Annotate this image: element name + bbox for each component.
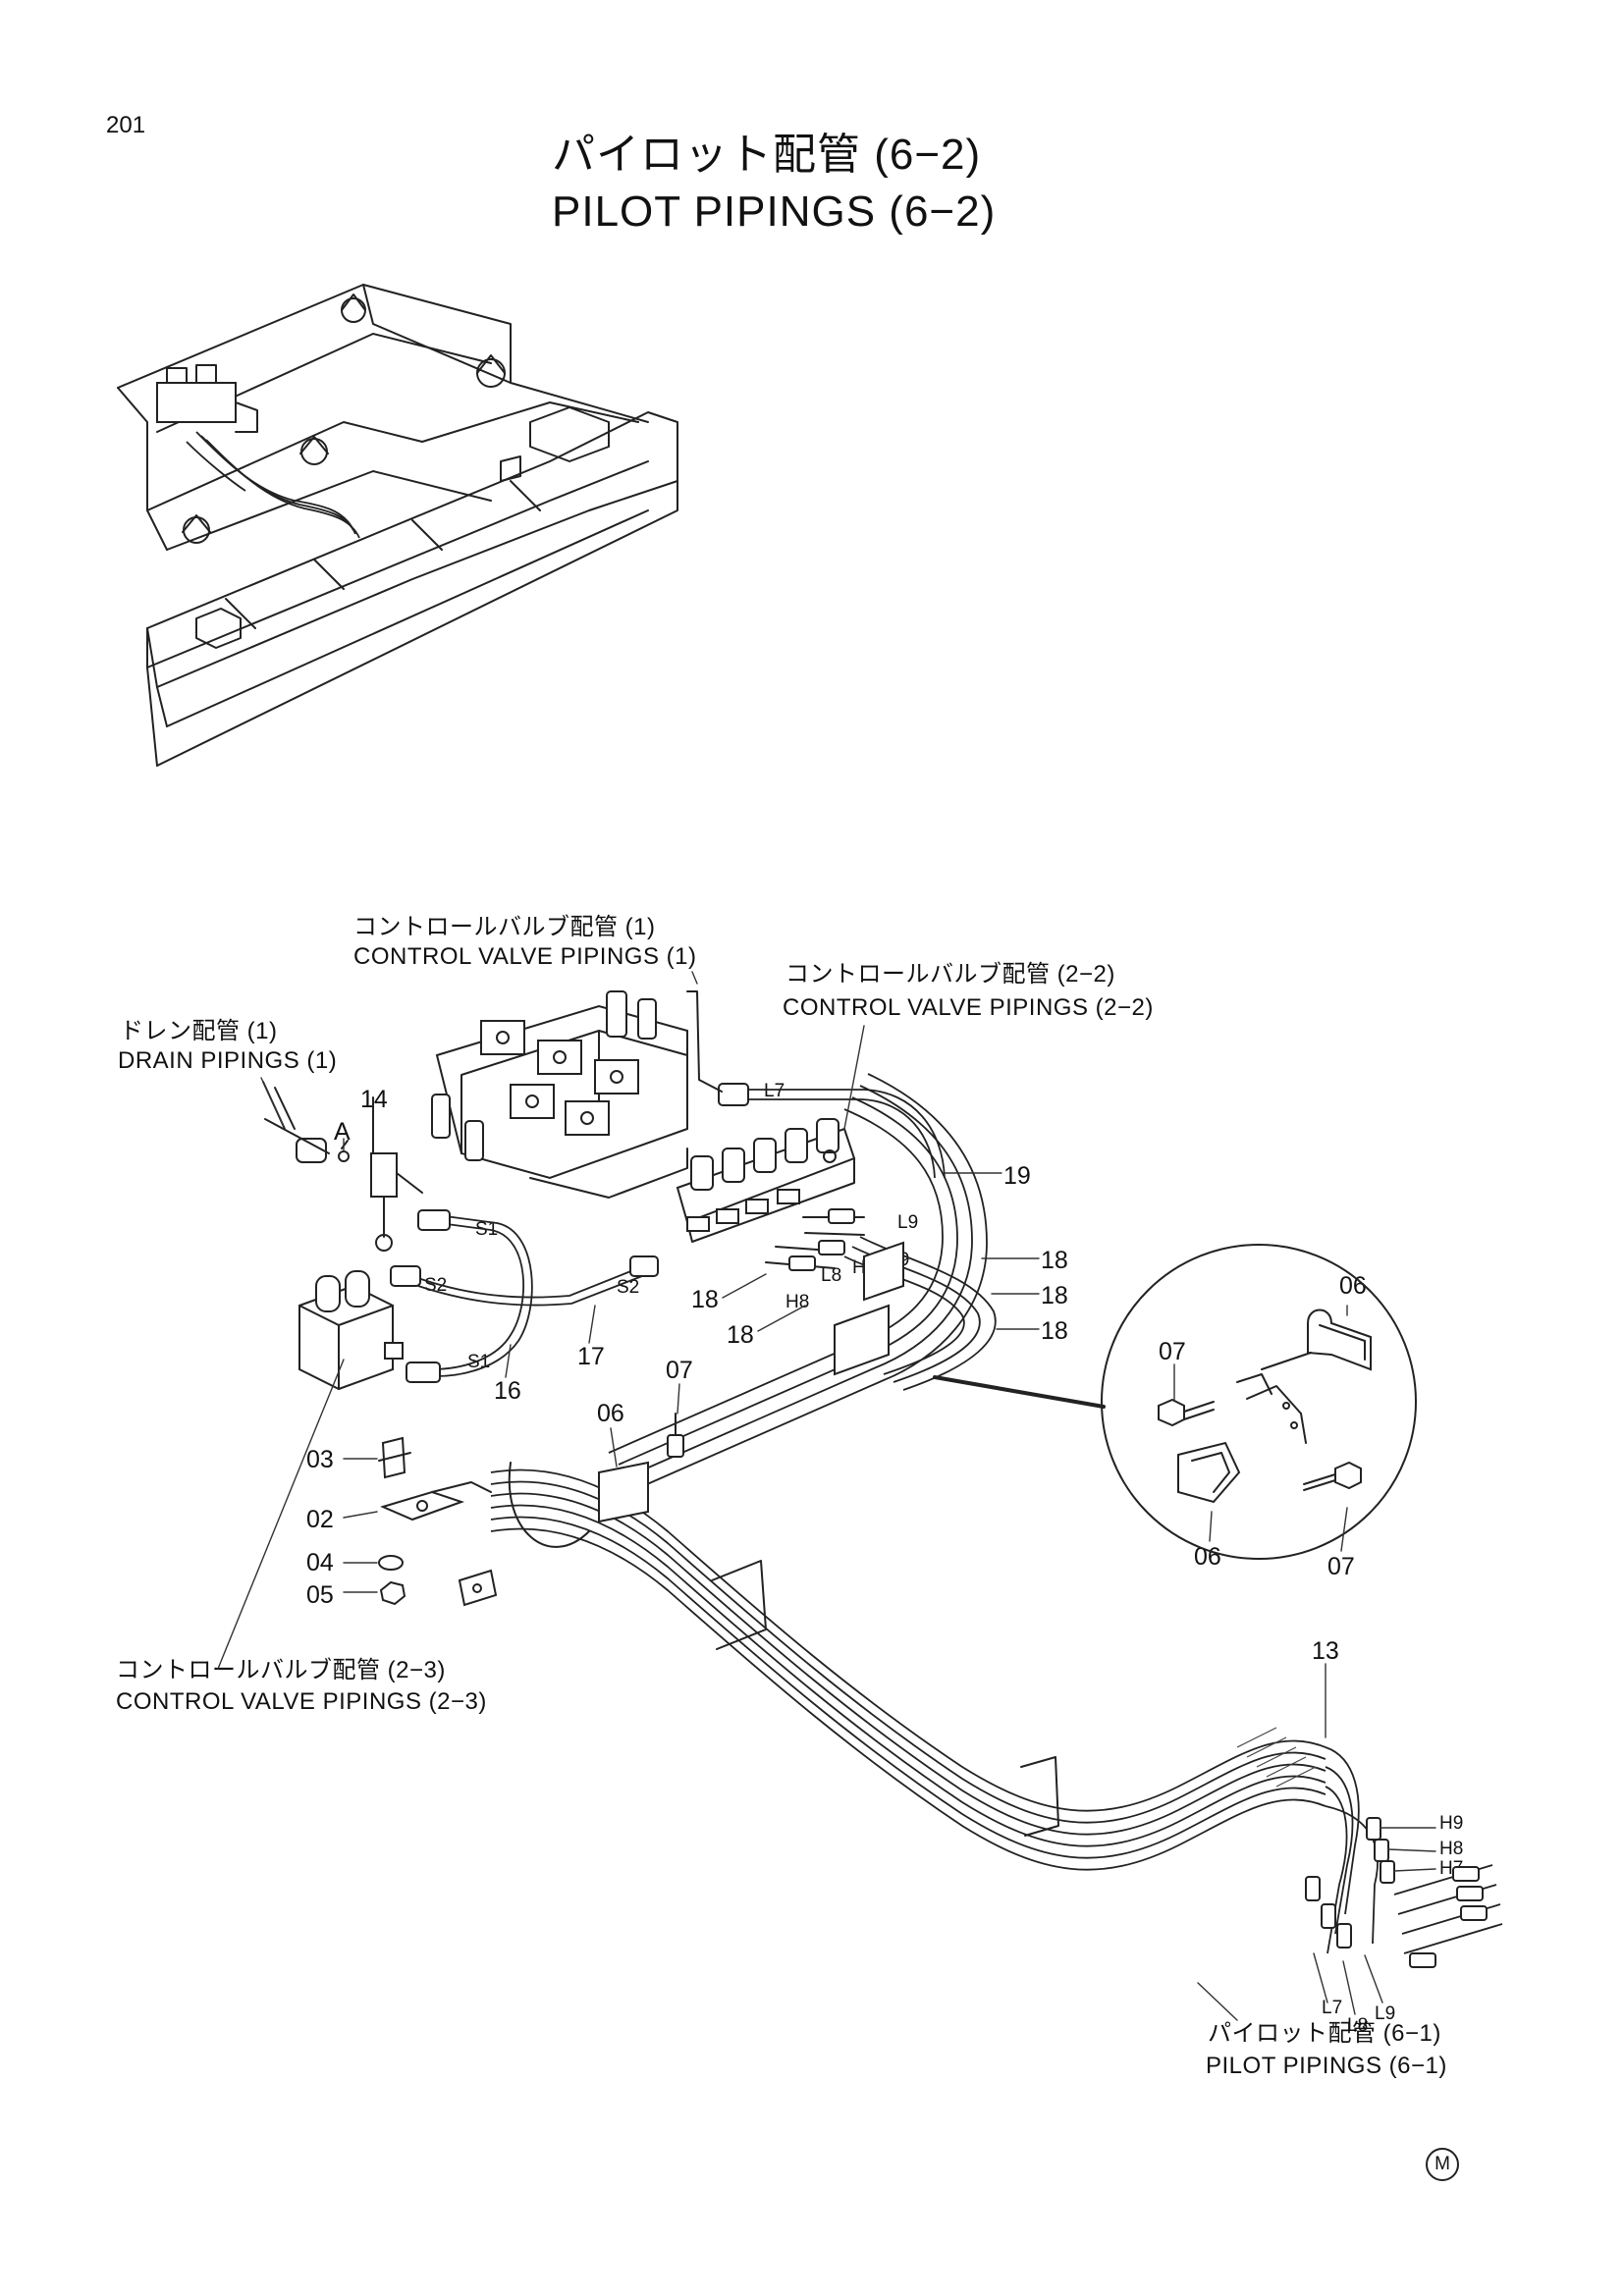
ref-control-valve-1-ja: コントロールバルブ配管 (1) bbox=[353, 914, 656, 940]
detail-part-number-06: 06 bbox=[1339, 1272, 1367, 1300]
ref-control-valve-2-3-en: CONTROL VALVE PIPINGS (2−3) bbox=[116, 1688, 487, 1715]
part-number-18: 18 bbox=[1041, 1317, 1068, 1345]
section-mark-a: A bbox=[334, 1118, 351, 1146]
port-label-l9: L9 bbox=[897, 1212, 919, 1233]
ref-pilot-pipings-6-1-en: PILOT PIPINGS (6−1) bbox=[1206, 2053, 1447, 2079]
part-number-05: 05 bbox=[306, 1581, 334, 1609]
detail-part-number-06: 06 bbox=[1194, 1543, 1221, 1571]
ref-control-valve-1-en: CONTROL VALVE PIPINGS (1) bbox=[353, 943, 697, 970]
part-number-07: 07 bbox=[666, 1357, 693, 1384]
end-port-label-l7: L7 bbox=[1322, 1998, 1343, 2018]
end-port-label-h8: H8 bbox=[1439, 1839, 1464, 1859]
detail-part-number-07: 07 bbox=[1327, 1553, 1355, 1580]
part-number-18: 18 bbox=[1041, 1247, 1068, 1274]
part-number-18: 18 bbox=[727, 1321, 754, 1349]
overview-machine-frame bbox=[118, 285, 677, 766]
title-english: PILOT PIPINGS (6−2) bbox=[552, 187, 997, 236]
mounting-bracket-hardware bbox=[344, 1438, 496, 1605]
detail-view-clamp bbox=[935, 1245, 1416, 1559]
part-number-04: 04 bbox=[306, 1549, 334, 1576]
port-label-l8: L8 bbox=[821, 1265, 842, 1286]
end-port-label-l9: L9 bbox=[1375, 2003, 1396, 2024]
port-label-l7: L7 bbox=[764, 1081, 785, 1101]
leader-lines bbox=[218, 972, 1326, 2020]
part-number-18: 18 bbox=[691, 1286, 719, 1313]
hoses-16-17 bbox=[263, 1082, 658, 1382]
pilot-manifold bbox=[677, 1119, 864, 1270]
detail-part-number-07: 07 bbox=[1159, 1338, 1186, 1365]
title-japanese: パイロット配管 (6−2) bbox=[552, 131, 982, 179]
hose-clamps bbox=[510, 1243, 1058, 1836]
port-label-s2: S2 bbox=[617, 1277, 640, 1298]
page-number: 201 bbox=[106, 112, 146, 138]
part-number-18: 18 bbox=[1041, 1282, 1068, 1309]
part-number-16: 16 bbox=[494, 1377, 521, 1405]
end-port-label-h9: H9 bbox=[1439, 1813, 1464, 1834]
part-number-17: 17 bbox=[577, 1343, 605, 1370]
control-valve-assembly bbox=[432, 991, 687, 1198]
part-number-19: 19 bbox=[1003, 1162, 1031, 1190]
end-port-label-l8: L8 bbox=[1347, 2015, 1369, 2036]
ref-drain-pipings-ja: ドレン配管 (1) bbox=[120, 1018, 278, 1044]
ref-pilot-pipings-6-1-ja: パイロット配管 (6−1) bbox=[1208, 2020, 1441, 2047]
machine-mark-symbol: M bbox=[1426, 2148, 1459, 2181]
part-number-02: 02 bbox=[306, 1506, 334, 1533]
part-number-13: 13 bbox=[1312, 1637, 1339, 1665]
part-number-06: 06 bbox=[597, 1400, 624, 1427]
ref-drain-pipings-en: DRAIN PIPINGS (1) bbox=[118, 1047, 338, 1074]
ref-control-valve-2-2-ja: コントロールバルブ配管 (2−2) bbox=[785, 961, 1115, 988]
ref-control-valve-2-3-ja: コントロールバルブ配管 (2−3) bbox=[116, 1657, 446, 1683]
solenoid-valve-block bbox=[299, 1271, 403, 1389]
part-number-03: 03 bbox=[306, 1446, 334, 1473]
ref-control-valve-2-2-en: CONTROL VALVE PIPINGS (2−2) bbox=[783, 994, 1154, 1021]
